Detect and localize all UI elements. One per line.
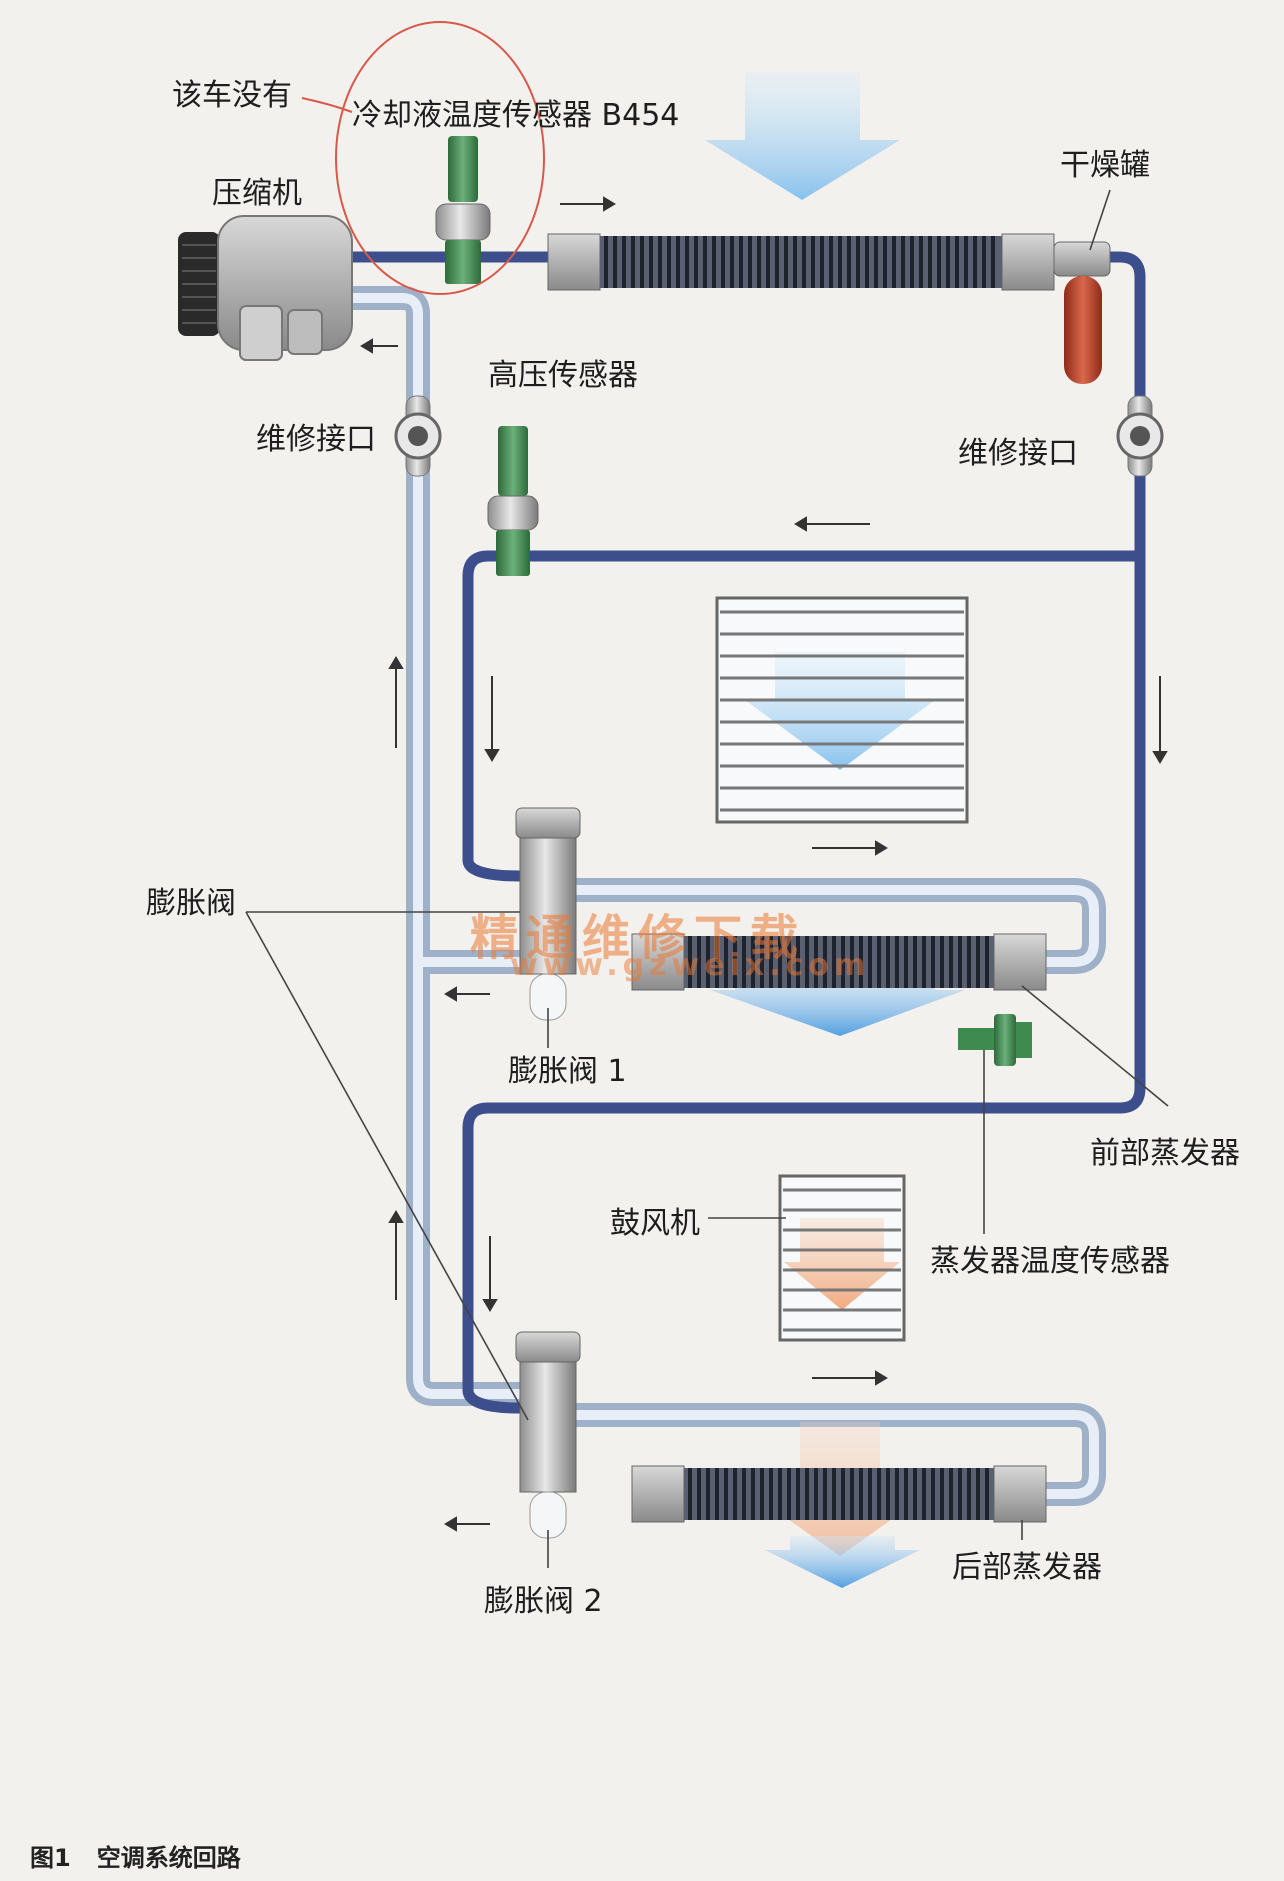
- condenser: [547, 233, 1055, 291]
- expansion-valve-leader-2: [245, 911, 529, 1421]
- compressor: [178, 215, 353, 361]
- receiver-drier: [1053, 241, 1111, 384]
- service-port-right: [1116, 395, 1164, 477]
- flow-arrow: [388, 1210, 404, 1300]
- label-compressor: 压缩机: [212, 176, 302, 211]
- coolant-temperature-sensor: [435, 136, 491, 284]
- flow-arrow: [444, 1516, 490, 1532]
- flow-arrows: [360, 196, 1168, 1532]
- expansion-valve-2: [515, 1331, 581, 1539]
- label-expansion-valve-2: 膨胀阀 2: [484, 1584, 603, 1619]
- high-pressure-sensor: [487, 426, 539, 576]
- front-evaporator-leader: [1021, 985, 1169, 1107]
- service-port-left: [394, 395, 442, 477]
- flow-arrow: [560, 196, 616, 212]
- watermark-url: www.gzweix.com: [510, 948, 871, 983]
- evaporator-temperature-sensor: [958, 1014, 1032, 1066]
- flow-arrow: [388, 656, 404, 748]
- front-evaporator: [631, 933, 1047, 1036]
- watermark-text: 精通维修下载: [470, 910, 807, 966]
- rear-evaporator: [631, 1422, 1047, 1588]
- front-blower-housing: [715, 596, 969, 824]
- label-no-such: 该车没有: [172, 78, 292, 113]
- expansion-valve-1: [515, 807, 581, 1021]
- airflow-arrow-top: [705, 72, 900, 200]
- label-evaporator-temp-sensor: 蒸发器温度传感器: [930, 1244, 1170, 1279]
- label-service-port-right: 维修接口: [958, 436, 1078, 471]
- label-blower: 鼓风机: [610, 1206, 700, 1241]
- flow-arrow: [444, 986, 490, 1002]
- low-pressure-pipes: [333, 286, 1106, 1506]
- leader-lines: [245, 189, 1169, 1568]
- flow-arrow: [484, 676, 500, 762]
- figure-title: 空调系统回路: [96, 1844, 241, 1872]
- label-high-pressure-sensor: 高压传感器: [488, 358, 638, 393]
- flow-arrow: [482, 1236, 498, 1312]
- label-service-port-left: 维修接口: [256, 422, 376, 457]
- flow-arrow: [1152, 676, 1168, 764]
- drier-leader: [1089, 189, 1111, 251]
- label-coolant-sensor: 冷却液温度传感器 B454: [352, 98, 680, 133]
- label-rear-evaporator: 后部蒸发器: [952, 1550, 1102, 1585]
- flow-arrow: [812, 840, 888, 856]
- figure-number: 图1: [30, 1844, 71, 1872]
- label-expansion-valve-1: 膨胀阀 1: [508, 1054, 627, 1089]
- flow-arrow: [794, 516, 870, 532]
- rear-blower-housing: [778, 1174, 906, 1342]
- highlight-circle: [335, 21, 545, 295]
- label-expansion-valve: 膨胀阀: [146, 886, 236, 921]
- label-drier: 干燥罐: [1060, 148, 1150, 183]
- highlight-leader: [301, 97, 353, 113]
- flow-arrow: [360, 338, 398, 354]
- figure-caption: 图1 空调系统回路: [30, 1838, 267, 1873]
- flow-arrow: [812, 1370, 888, 1386]
- label-front-evaporator: 前部蒸发器: [1090, 1136, 1240, 1171]
